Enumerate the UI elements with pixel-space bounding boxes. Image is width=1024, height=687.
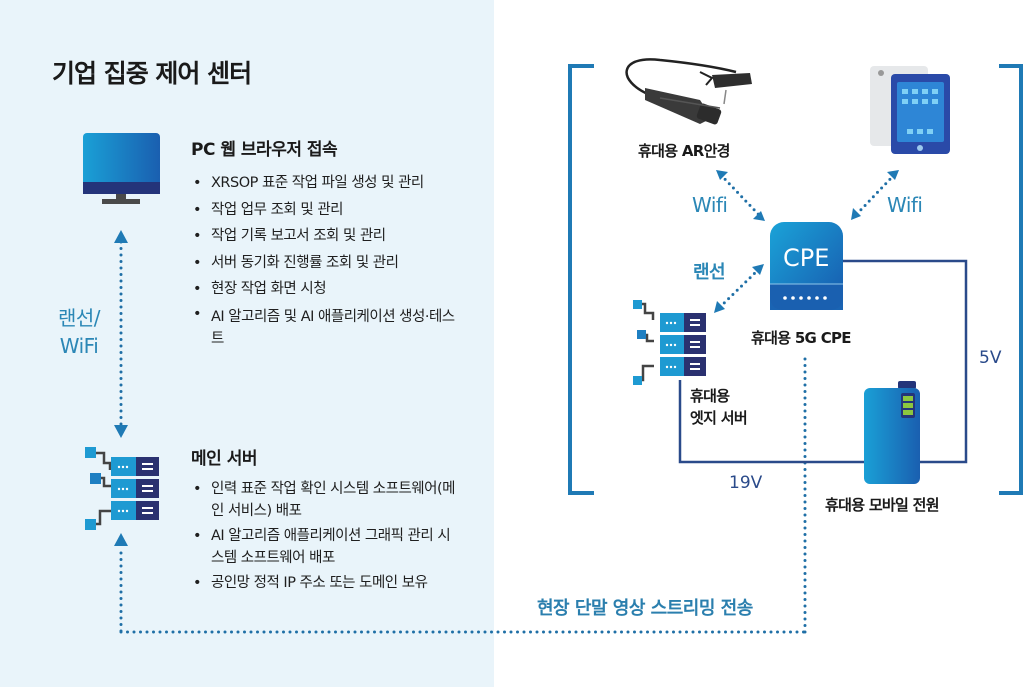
power-wires [678,259,968,464]
cpe-label: 휴대용 5G CPE [751,329,852,347]
list-item: 작업 업무 조회 및 관리 [193,197,483,224]
tablet-icon [870,66,950,154]
list-item: XRSOP 표준 작업 파일 생성 및 관리 [193,170,483,197]
list-item: 작업 기록 보고서 조회 및 관리 [193,223,483,250]
lan-arrow [714,264,764,313]
monitor-icon [83,133,160,204]
field-brackets [568,64,1023,495]
voltage-19v-label: 19V [729,473,763,493]
pc-section-title: PC 웹 브라우저 접속 [191,140,338,160]
voltage-5v-label: 5V [979,348,1002,368]
ar-glasses-wifi-arrow [716,170,765,221]
pc-server-connection-label: 랜선/ WiFi [58,306,101,358]
server-section-title: 메인 서버 [191,449,257,469]
pc-feature-list: XRSOP 표준 작업 파일 생성 및 관리 작업 업무 조회 및 관리 작업 … [193,170,483,350]
server-feature-list: 인력 표준 작업 확인 시스템 소프트웨어(메인 서비스) 배포 AI 알고리즘… [193,478,463,597]
cpe-device-icon [770,222,843,310]
tablet-wifi-arrow [851,170,899,220]
ar-glasses-icon [625,58,752,125]
tablet-wifi-label: Wifi [887,193,923,217]
streaming-path [114,353,807,634]
edge-server-icon [633,300,706,385]
ar-glasses-wifi-label: Wifi [692,193,728,217]
streaming-label: 현장 단말 영상 스트리밍 전송 [537,598,753,619]
list-item: AI 알고리즘 및 AI 애플리케이션 생성·테스트 [193,303,461,350]
page-title: 기업 집중 제어 센터 [52,59,252,88]
pc-server-connector [114,230,128,438]
list-item: 공인망 정적 IP 주소 또는 도메인 보유 [193,572,511,594]
power-bank-label: 휴대용 모바일 전원 [825,496,940,514]
list-item: 서버 동기화 진행률 조회 및 관리 [193,250,483,277]
list-item: 인력 표준 작업 확인 시스템 소프트웨어(메인 서비스) 배포 [193,478,463,522]
lan-label: 랜선 [693,262,726,283]
list-item: 현장 작업 화면 시청 [193,276,483,303]
list-item: AI 알고리즘 애플리케이션 그래픽 관리 시스템 소프트웨어 배포 [193,525,463,569]
server-rack-icon [85,447,159,530]
cpe-device-text: CPE [783,244,830,272]
ar-glasses-label: 휴대용 AR안경 [638,142,730,160]
power-bank-icon [864,381,920,484]
edge-server-label: 휴대용 엣지 서버 [690,387,748,427]
